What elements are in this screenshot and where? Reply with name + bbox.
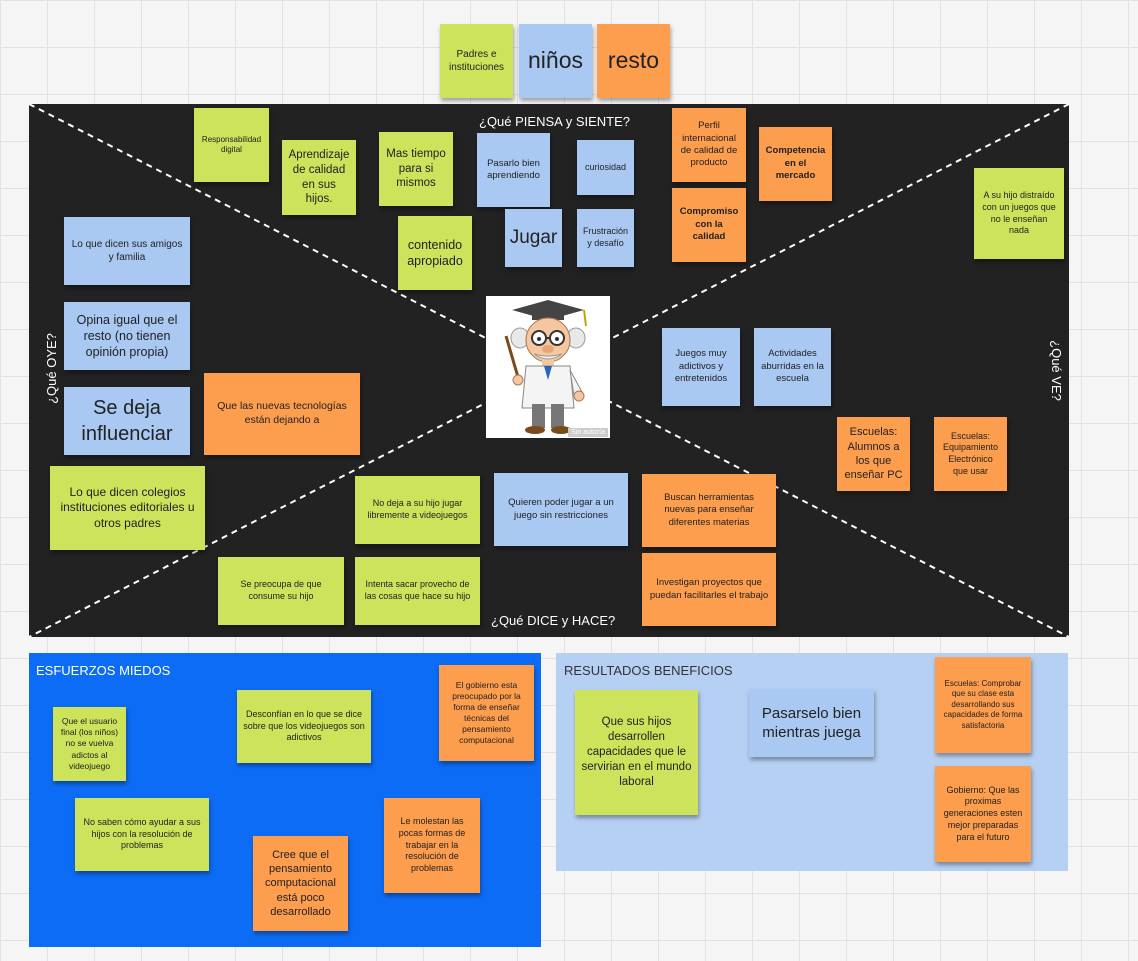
note-curiosidad[interactable]: curiosidad <box>577 140 634 195</box>
note-aprendizaje[interactable]: Aprendizaje de calidad en sus hijos. <box>282 140 356 215</box>
results-title: RESULTADOS BENEFICIOS <box>564 663 733 678</box>
note-mas-tiempo[interactable]: Mas tiempo para si mismos <box>379 132 453 206</box>
quadrant-hear-label: ¿Qué OYE? <box>43 333 59 404</box>
note-escuelas-pc[interactable]: Escuelas: Alumnos a los que enseñar PC <box>837 417 910 491</box>
note-se-deja[interactable]: Se deja influenciar <box>64 387 190 455</box>
note-perfil[interactable]: Perfil internacional de calidad de produ… <box>672 108 746 182</box>
note-quieren-jugar[interactable]: Quieren poder jugar a un juego sin restr… <box>494 473 628 546</box>
quadrant-see-label: ¿Qué VE? <box>1048 340 1064 401</box>
note-amigos[interactable]: Lo que dicen sus amigos y familia <box>64 217 190 285</box>
note-no-saben[interactable]: No saben cómo ayudar a sus hijos con la … <box>75 798 209 871</box>
legend-kids-note[interactable]: niños <box>519 24 592 98</box>
note-intenta[interactable]: Intenta sacar provecho de las cosas que … <box>355 557 480 625</box>
teacher-illustration[interactable]: Sin autoría <box>486 296 610 438</box>
note-gobierno-preocupado[interactable]: El gobierno esta preocupado por la forma… <box>439 665 534 761</box>
note-juegos-adictivos[interactable]: Juegos muy adictivos y entretenidos <box>662 328 740 406</box>
note-no-deja[interactable]: No deja a su hijo jugar libremente a vid… <box>355 476 480 544</box>
legend-parents-note[interactable]: Padres e instituciones <box>440 24 513 98</box>
note-frustracion[interactable]: Frustración y desafío <box>577 209 634 267</box>
note-usuario-final[interactable]: Que el usuario final (los niños) no se v… <box>53 707 126 781</box>
note-responsabilidad[interactable]: Responsabilidad digital <box>194 108 269 182</box>
note-colegios[interactable]: Lo que dicen colegios instituciones edit… <box>50 466 205 550</box>
efforts-title: ESFUERZOS MIEDOS <box>36 663 171 678</box>
image-caption: Sin autoría <box>568 428 608 437</box>
note-preocupa[interactable]: Se preocupa de que consume su hijo <box>218 557 344 625</box>
note-molestan[interactable]: Le molestan las pocas formas de trabajar… <box>384 798 480 893</box>
note-gobierno-generaciones[interactable]: Gobierno: Que las proximas generaciones … <box>935 766 1031 862</box>
note-cree[interactable]: Cree que el pensamiento computacional es… <box>253 836 348 931</box>
note-compromiso[interactable]: Compromiso con la calidad <box>672 188 746 262</box>
note-nuevas-tecnologias[interactable]: Que las nuevas tecnologías están dejando… <box>204 373 360 455</box>
note-capacidades[interactable]: Que sus hijos desarrollen capacidades qu… <box>575 690 698 815</box>
quadrant-think-label: ¿Qué PIENSA y SIENTE? <box>479 114 630 129</box>
note-competencia[interactable]: Competencia en el mercado <box>759 127 832 201</box>
note-actividades[interactable]: Actividades aburridas en la escuela <box>754 328 831 406</box>
note-desconfian[interactable]: Desconfían en lo que se dice sobre que l… <box>237 690 371 763</box>
teacher-image <box>504 300 587 434</box>
note-pasarlo-bien[interactable]: Pasarlo bien aprendiendo <box>477 133 550 207</box>
note-jugar[interactable]: Jugar <box>505 209 562 267</box>
note-contenido[interactable]: contenido apropiado <box>398 216 472 290</box>
note-escuelas-equipamiento[interactable]: Escuelas: Equipamiento Electrónico que u… <box>934 417 1007 491</box>
note-investigan[interactable]: Investigan proyectos que puedan facilita… <box>642 553 776 626</box>
note-buscan[interactable]: Buscan herramientas nuevas para enseñar … <box>642 474 776 547</box>
note-escuelas-comprobar[interactable]: Escuelas: Comprobar que su clase esta de… <box>935 657 1031 753</box>
legend-others-note[interactable]: resto <box>597 24 670 98</box>
note-opina[interactable]: Opina igual que el resto (no tienen opin… <box>64 302 190 370</box>
note-hijo-distraido[interactable]: A su hijo distraído con un juegos que no… <box>974 168 1064 259</box>
quadrant-say-label: ¿Qué DICE y HACE? <box>491 613 616 628</box>
note-pasarselo[interactable]: Pasarselo bien mientras juega <box>749 689 874 757</box>
